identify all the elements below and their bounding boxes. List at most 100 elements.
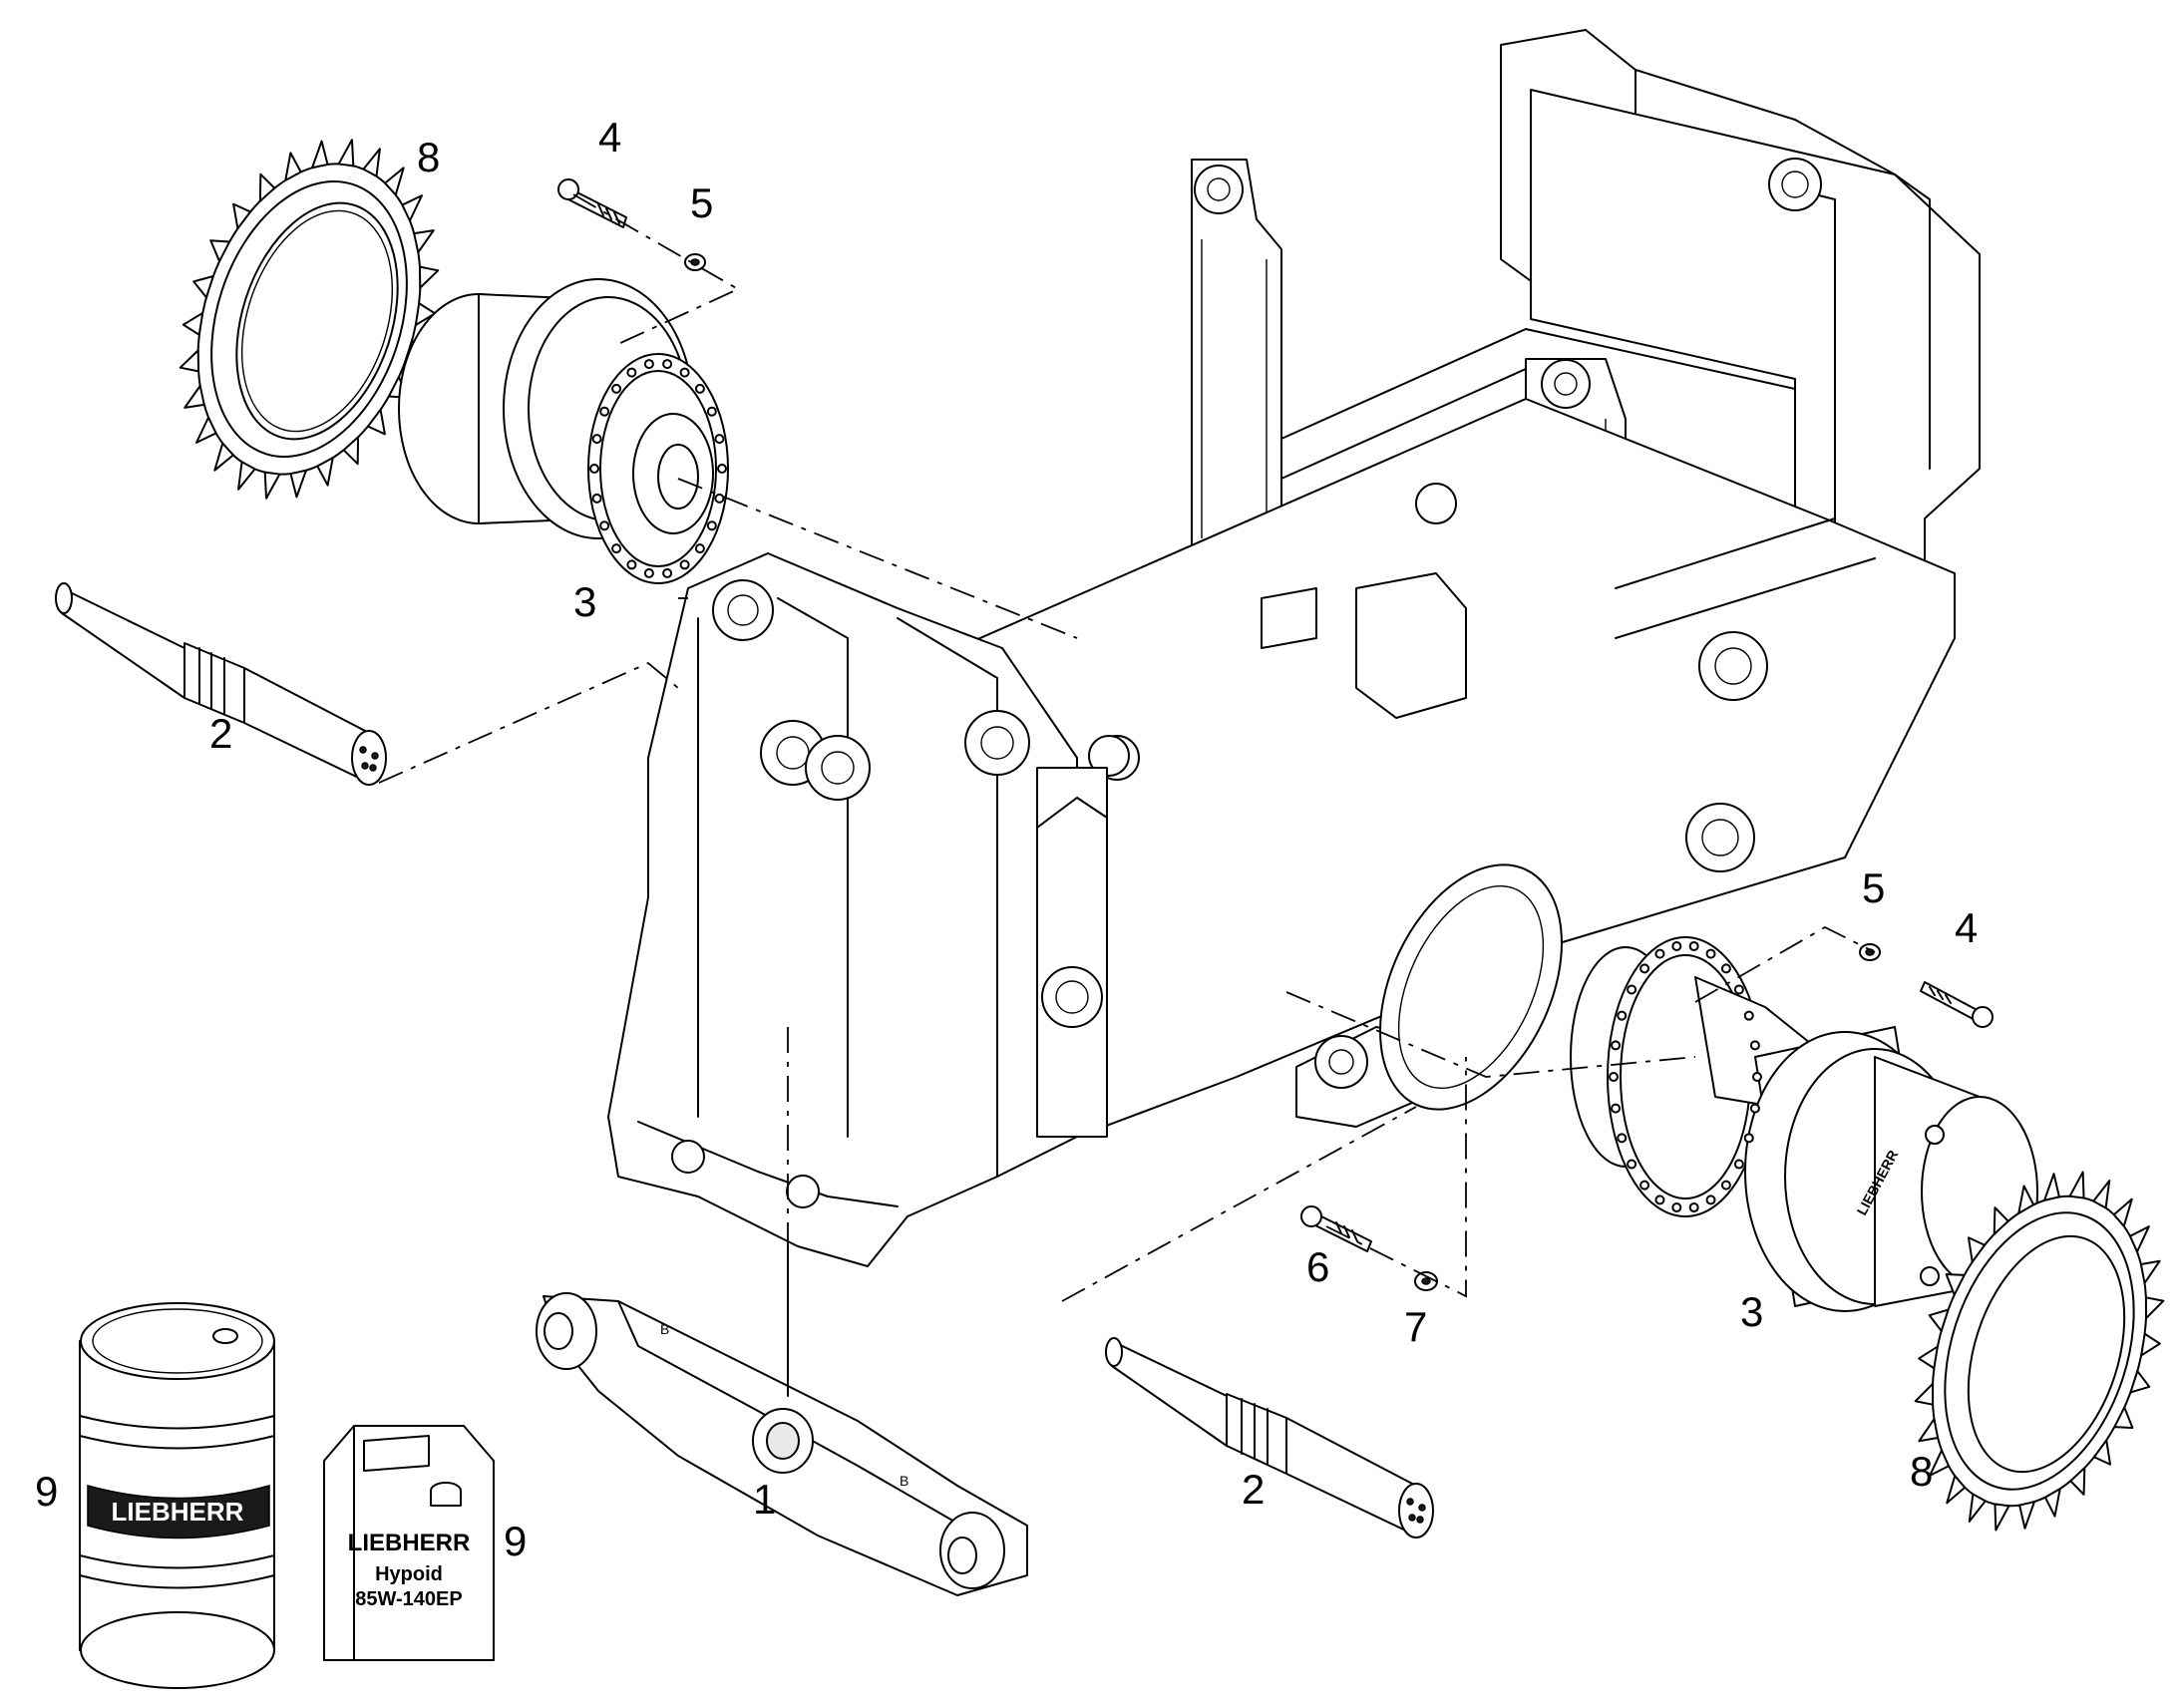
sprocket-tooth [2113, 1406, 2134, 1430]
sprocket-tooth [232, 202, 252, 230]
sprocket-tooth [2018, 1501, 2035, 1530]
sprocket-tooth [182, 312, 204, 336]
sprocket-tooth [2092, 1180, 2111, 1209]
bolt-hole [1654, 948, 1665, 959]
bolt-hole [1611, 1040, 1622, 1051]
sprocket-tooth [2140, 1332, 2161, 1357]
bolt-upper [557, 178, 627, 228]
washer-7 [1414, 1271, 1438, 1291]
bolt-hole [1617, 1133, 1628, 1144]
sprocket-tooth [2043, 1488, 2061, 1518]
callout-9-canister: 9 [504, 1518, 527, 1564]
bolt-hole [1752, 1072, 1762, 1082]
sprocket-tooth [1928, 1308, 1950, 1332]
bolt-hole [706, 406, 717, 417]
sprocket-tooth [342, 436, 360, 466]
callout-4-right: 4 [1955, 904, 1978, 951]
sprocket-tooth [1994, 1503, 2010, 1532]
bolt-hole [679, 559, 690, 570]
callout-3-right: 3 [1740, 1288, 1763, 1335]
sprocket-tooth [1968, 1493, 1987, 1523]
bolt-hole [1720, 1180, 1731, 1191]
bolt-right [1920, 981, 1994, 1028]
bolt-hole [1688, 940, 1699, 951]
sprocket-tooth [2112, 1197, 2133, 1227]
bolt-hole [1627, 1159, 1637, 1170]
bolt-hole [1671, 940, 1682, 951]
washer-right [1859, 943, 1881, 961]
sprocket-tooth [2017, 1185, 2035, 1214]
sprocket-tooth [2043, 1173, 2060, 1201]
shaft-upper [55, 582, 387, 786]
bolt-hole [1654, 1195, 1665, 1205]
callout-6: 6 [1306, 1243, 1329, 1290]
sprocket-tooth [418, 265, 440, 289]
shaft-lower [1105, 1337, 1434, 1538]
callout-5-right: 5 [1862, 864, 1885, 911]
bolt-6 [1300, 1205, 1372, 1252]
bolt-hole [717, 464, 727, 474]
bolt-hole [714, 434, 725, 445]
drum-brand-label: LIEBHERR [112, 1497, 244, 1527]
callout-7: 7 [1404, 1303, 1427, 1350]
drive-unit-right: LIEBHERR [1570, 936, 2038, 1312]
canister-brand-label: LIEBHERR [348, 1530, 471, 1556]
canister-oil-type: Hypoid [375, 1563, 443, 1585]
bolt-hole [1749, 1103, 1760, 1114]
sprocket-tooth [337, 139, 355, 168]
sprocket-tooth [284, 152, 302, 181]
bolt-hole [626, 367, 637, 378]
sprocket-tooth [1918, 1345, 1939, 1370]
undercarriage-frame [607, 29, 1981, 1267]
callout-2-lower: 2 [1242, 1466, 1265, 1513]
sprocket-tooth [263, 471, 281, 500]
callout-8-right: 8 [1910, 1448, 1933, 1495]
sprocket-tooth [2129, 1370, 2151, 1394]
sprocket-tooth [213, 442, 234, 472]
sprocket-tooth [2068, 1171, 2085, 1199]
sprocket-right [1914, 1171, 2165, 1532]
bolt-hole [1671, 1202, 1682, 1213]
bolt-hole [1688, 1202, 1699, 1213]
bolt-hole [1617, 1010, 1628, 1021]
sprocket-tooth [2092, 1439, 2112, 1466]
sprocket-tooth [2128, 1225, 2150, 1253]
callout-2-upper: 2 [209, 710, 232, 757]
bolt-hole [1627, 984, 1637, 995]
sprocket-tooth [366, 408, 386, 436]
sprocket-tooth [2144, 1296, 2165, 1320]
svg-text:B: B [900, 1473, 908, 1489]
sprocket-tooth [1918, 1418, 1940, 1443]
bolt-hole [1743, 1133, 1754, 1144]
sprocket-tooth [316, 457, 334, 487]
bolt-hole [591, 434, 602, 445]
sprocket-tooth [179, 349, 200, 373]
bolt-hole [643, 359, 654, 370]
bolt-hole [1705, 948, 1716, 959]
oil-drum: LIEBHERR [79, 1302, 275, 1689]
sprocket-tooth [1929, 1449, 1951, 1477]
sprocket-tooth [183, 384, 205, 409]
bolt-hole [662, 567, 673, 578]
bolt-hole [591, 493, 602, 504]
bolt-hole [626, 559, 637, 570]
oil-canister: LIEBHERR Hypoid 85W-140EP [323, 1425, 495, 1661]
callout-8-left: 8 [417, 134, 440, 180]
bolt-hole [662, 359, 673, 370]
equalizer-link: B B [536, 1292, 1028, 1596]
callout-1: 1 [753, 1476, 776, 1523]
sprocket-tooth [311, 140, 329, 170]
callouts: 1 2 2 3 3 4 4 5 5 6 7 8 8 9 9 [35, 114, 1978, 1564]
sprocket-tooth [1967, 1236, 1987, 1263]
bolt-hole [1743, 1010, 1754, 1021]
svg-text:B: B [660, 1321, 669, 1337]
bolt-hole [1733, 1159, 1744, 1170]
bolt-hole [1733, 984, 1744, 995]
bolt-hole [1749, 1040, 1760, 1051]
bolt-hole [611, 383, 622, 394]
sprocket-tooth [401, 194, 424, 222]
callout-4-upper: 4 [598, 114, 621, 161]
bolt-hole [643, 567, 654, 578]
bolt-hole [1611, 1103, 1622, 1114]
